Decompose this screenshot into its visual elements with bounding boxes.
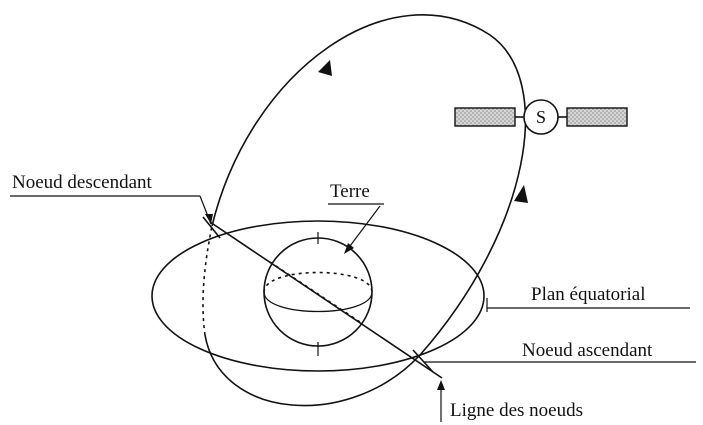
solar-panel-left [455, 108, 515, 126]
descending-node-label: Noeud descendant [12, 172, 153, 193]
line-of-nodes-label: Ligne des noeuds [450, 400, 583, 421]
earth-label: Terre [330, 181, 370, 202]
line-of-nodes-leader-arrow [437, 380, 445, 390]
solar-panel-right [567, 108, 627, 126]
equatorial-plane-label: Plan équatorial [531, 284, 646, 305]
orbit-back-dashed [203, 226, 212, 335]
earth-leader [347, 206, 380, 250]
orbit-arrow-right [514, 185, 528, 203]
orbit-arrow-upper [318, 60, 332, 76]
orbit-front-solid [205, 15, 525, 406]
line-of-nodes [210, 222, 442, 378]
satellite: S [455, 100, 627, 134]
ascending-node-label: Noeud ascendant [522, 340, 653, 361]
satellite-label: S [536, 107, 546, 127]
